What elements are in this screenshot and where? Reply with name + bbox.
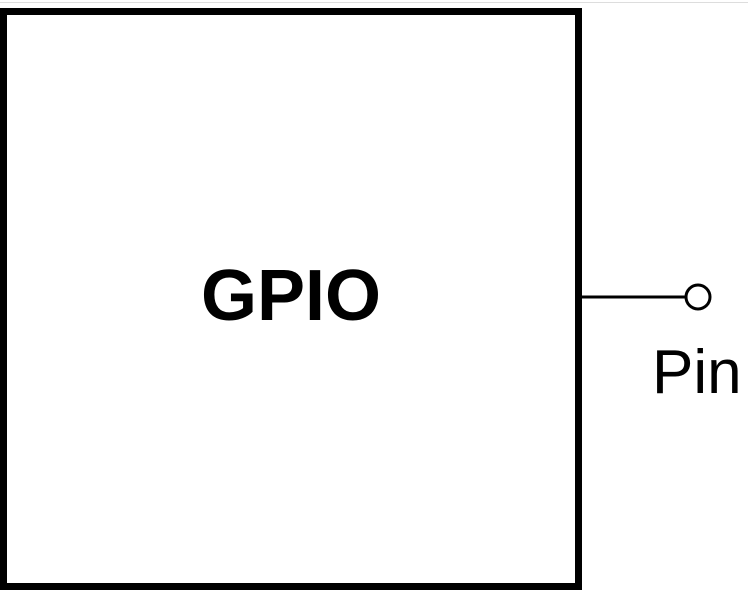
top-divider: [0, 2, 748, 3]
gpio-block-label: GPIO: [200, 256, 382, 336]
pin-terminal: [684, 283, 712, 311]
gpio-block: [0, 8, 582, 590]
pin-label: Pin: [652, 338, 742, 407]
